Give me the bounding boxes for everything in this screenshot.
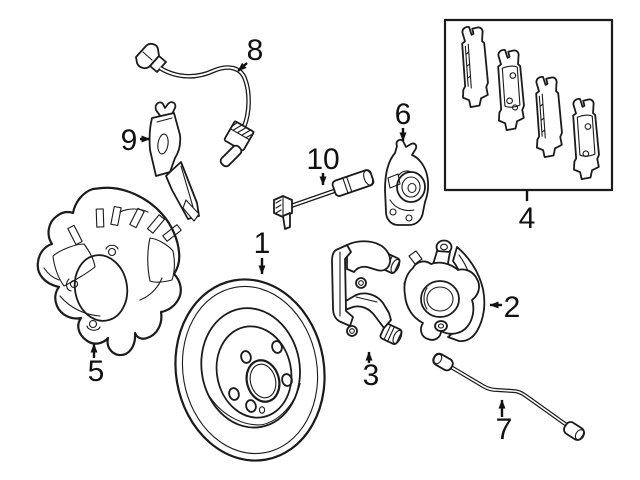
- callout-5-shield: 5: [88, 343, 105, 388]
- callout-2-caliper: 2: [489, 291, 521, 324]
- callout-7-hose: 7: [496, 399, 513, 446]
- brake-caliper-drawing: [403, 239, 486, 343]
- callout-5-label: 5: [88, 355, 105, 388]
- pad-set-box: [443, 18, 614, 192]
- sensor-bracket-drawing: [148, 101, 200, 222]
- callouts: 1 2 3 4 5 6 7 8: [88, 34, 536, 446]
- callout-10-wear-sensor: 10: [306, 143, 340, 186]
- callout-10-label: 10: [306, 143, 339, 176]
- callout-4-label: 4: [519, 202, 536, 235]
- brake-hose-drawing: [432, 352, 585, 441]
- brake-rotor-drawing: [174, 278, 326, 462]
- speed-sensor-wire-drawing: [135, 42, 255, 168]
- splash-shield-drawing: [36, 186, 182, 357]
- caliper-bracket-drawing: [331, 240, 403, 345]
- callout-3-bracket: 3: [363, 351, 380, 392]
- callout-3-label: 3: [363, 359, 380, 392]
- callout-6-label: 6: [395, 98, 412, 131]
- callout-4-pad-set: 4: [519, 190, 536, 235]
- callout-8-sensor-wire: 8: [237, 34, 264, 72]
- callout-8-label: 8: [247, 34, 264, 67]
- callout-6-actuator: 6: [395, 98, 412, 142]
- actuator-housing-drawing: [384, 138, 429, 226]
- callout-1-label: 1: [254, 227, 271, 260]
- rotor-lug-holes: [228, 340, 293, 414]
- callout-7-label: 7: [496, 413, 513, 446]
- callout-1-rotor: 1: [254, 227, 271, 275]
- callout-9-label: 9: [121, 124, 138, 157]
- callout-9-bracket: 9: [121, 124, 151, 157]
- callout-2-label: 2: [504, 291, 521, 324]
- wear-sensor-drawing: [273, 169, 375, 230]
- callout-8-arrow: [237, 62, 248, 72]
- brake-pad-set-drawing: [443, 18, 614, 192]
